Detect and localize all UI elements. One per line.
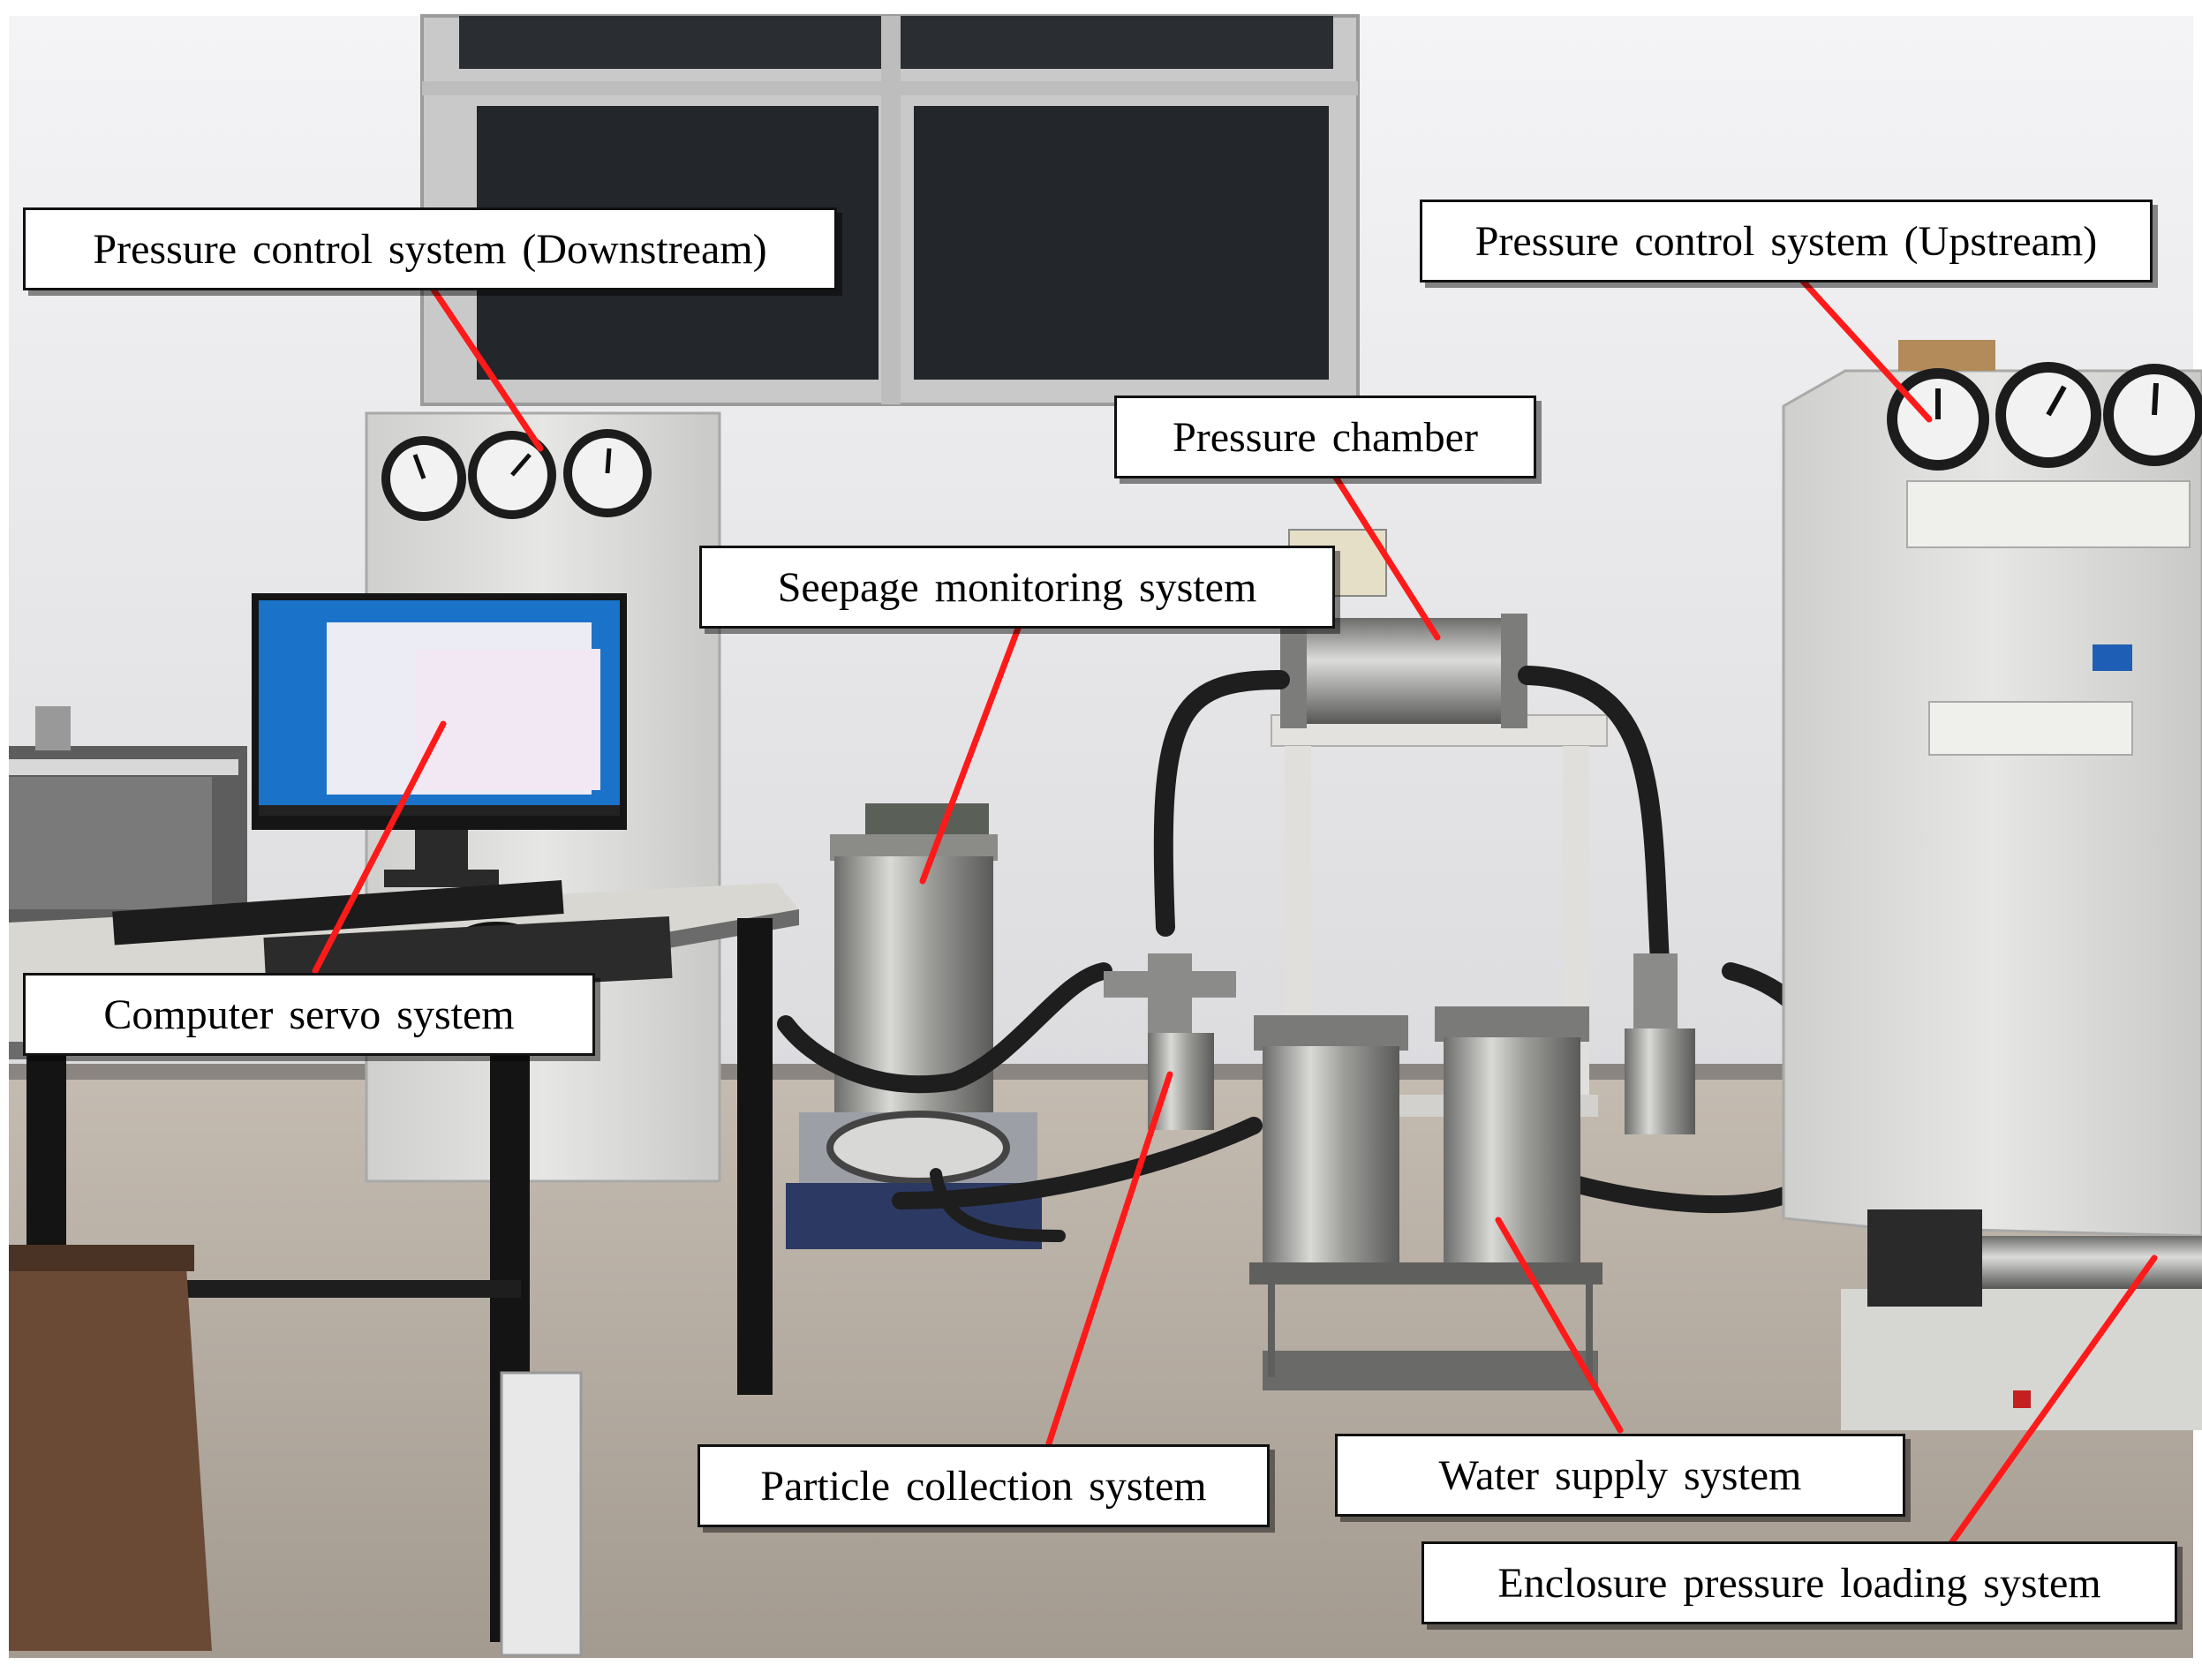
label-seepage-monitoring: Seepage monitoring system: [699, 546, 1335, 629]
monitor: [252, 593, 627, 887]
power-strip: [500, 1371, 583, 1657]
side-bench: [9, 706, 247, 931]
pressure-chamber: [1280, 529, 1527, 728]
label-particle-collection: Particle collection system: [698, 1444, 1270, 1527]
label-computer-servo: Computer servo system: [23, 973, 595, 1056]
enclosure-unit: [1841, 1209, 2202, 1430]
label-pressure-control-upstream: Pressure control system (Upstream): [1420, 200, 2153, 283]
label-water-supply: Water supply system: [1335, 1434, 1905, 1517]
leader-lines: [312, 273, 2158, 1547]
label-enclosure-pressure-loading: Enclosure pressure loading system: [1421, 1541, 2177, 1624]
label-pressure-chamber: Pressure chamber: [1114, 396, 1536, 478]
upstream-cabinet: [1782, 340, 2202, 1238]
label-pressure-control-downstream: Pressure control system (Downstream): [23, 207, 837, 290]
stool: [9, 1245, 212, 1651]
particle-collector: [1104, 953, 1695, 1134]
water-supply-cylinders: [1249, 1006, 1602, 1390]
